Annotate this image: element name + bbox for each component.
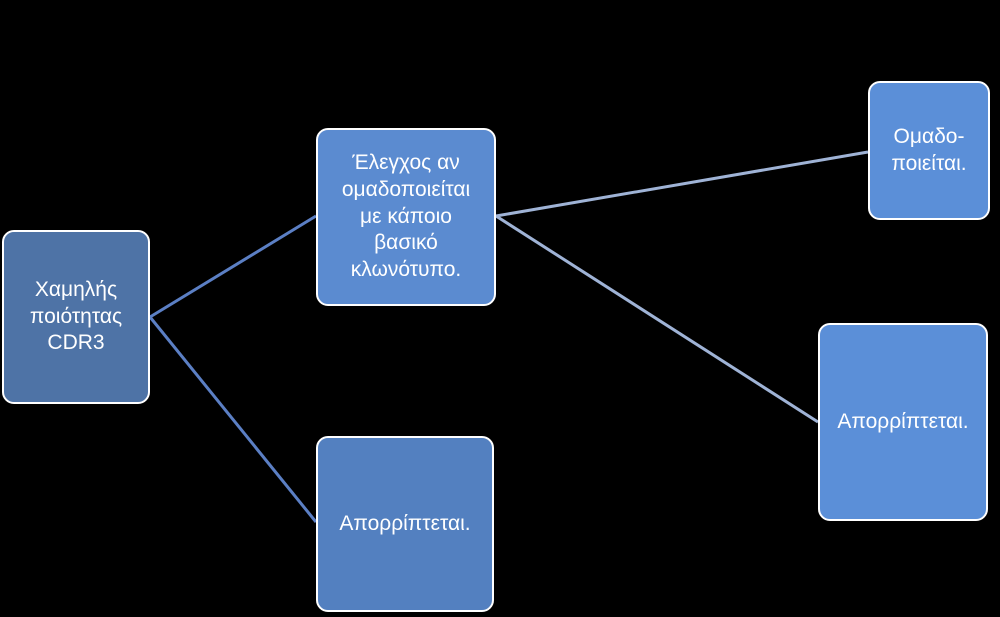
- node-rejected-right: Απορρίπτεται.: [818, 323, 988, 521]
- connector-check-grouped: [495, 150, 869, 218]
- connector-root-check: [149, 214, 317, 319]
- connector-check-reject: [495, 214, 819, 424]
- node-low-quality-cdr3: Χαμηλής ποιότητας CDR3: [2, 230, 150, 404]
- connector-root-reject: [148, 316, 318, 523]
- node-grouped: Ομαδο- ποιείται.: [868, 81, 990, 220]
- node-check-clustering: Έλεγχος αν ομαδοποιείται με κάποιο βασικ…: [316, 128, 496, 306]
- node-rejected-left: Απορρίπτεται.: [316, 436, 494, 612]
